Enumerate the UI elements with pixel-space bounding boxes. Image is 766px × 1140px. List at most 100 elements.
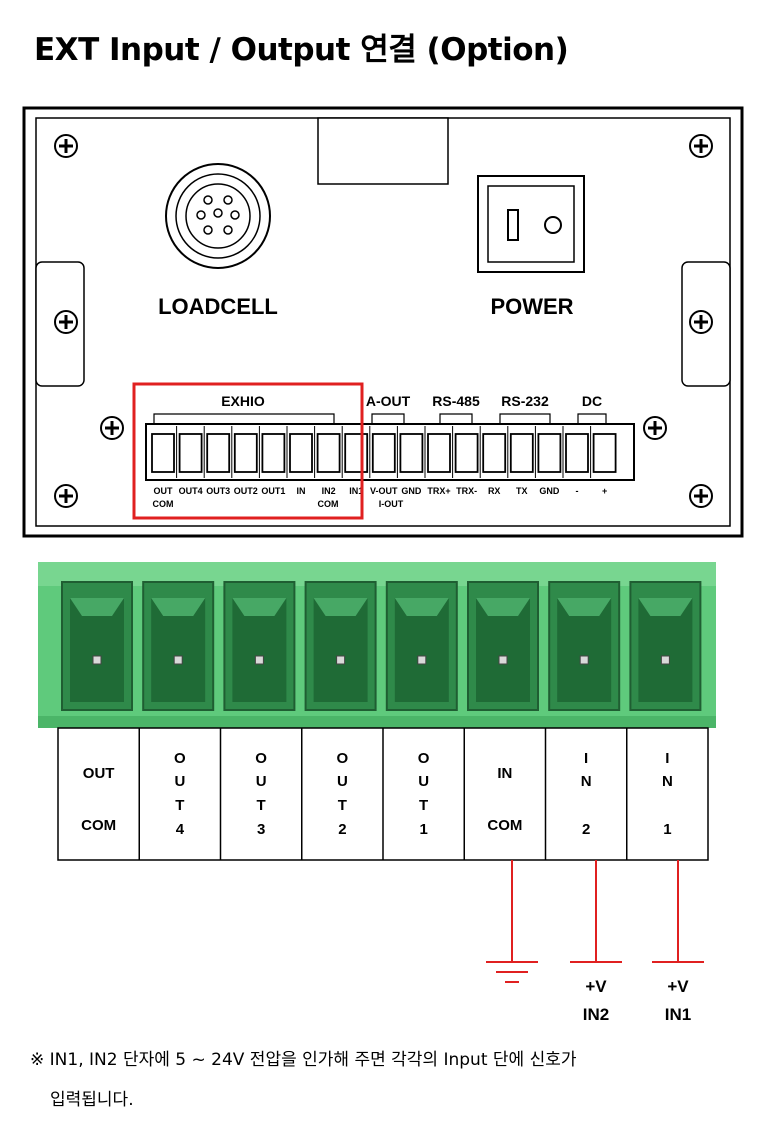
panel-terminal-block: [145, 423, 635, 481]
note-line-1: ※ IN1, IN2 단자에 5 ~ 24V 전압을 인가해 주면 각각의 In…: [30, 1050, 577, 1070]
in1-voltage-label: +V: [667, 977, 689, 996]
page-title: EXT Input / Output 연결 (Option): [34, 32, 569, 68]
panel-pin: [454, 433, 479, 473]
panel-pin: [344, 433, 369, 473]
screw-icon: [689, 310, 713, 334]
terminal-label: 1: [419, 821, 427, 838]
ground-icon: [486, 961, 538, 983]
panel-pin: [565, 433, 589, 473]
terminal-label: I: [584, 750, 588, 767]
panel-pin: [371, 433, 396, 473]
terminal-label: IN: [497, 765, 512, 782]
connector-slot: [467, 581, 539, 711]
panel-pin: [233, 433, 258, 473]
terminal-label: T: [419, 797, 428, 814]
connector-slot: [385, 581, 458, 711]
terminal-label: O: [174, 750, 186, 767]
screw-icon: [689, 484, 713, 508]
terminal-label: COM: [81, 817, 116, 834]
terminal-label: T: [257, 797, 266, 814]
green-terminal-connector: [38, 562, 716, 728]
panel-pin: [206, 433, 231, 473]
connector-slot: [629, 581, 702, 711]
terminal-label: COM: [487, 817, 522, 834]
group-label-exhio: EXHIO: [221, 393, 265, 409]
panel-pin-label: I-OUT: [379, 499, 404, 509]
power-label: POWER: [490, 294, 573, 319]
loadcell-connector-icon: [165, 163, 271, 269]
panel-pin-label: RX: [488, 486, 501, 496]
panel-pin-label: IN2: [322, 486, 336, 496]
terminal-label: N: [581, 773, 592, 790]
terminal-label: U: [174, 773, 185, 790]
panel-pin-label: +: [602, 486, 607, 496]
connector-slot: [548, 581, 621, 711]
panel-pin-label: GND: [401, 486, 422, 496]
in1-name-label: IN1: [665, 1005, 691, 1024]
terminal-label: OUT: [83, 765, 115, 782]
panel-pin: [151, 433, 175, 473]
connection-diagram: LOADCELL POWER EXHIO A-OUT RS-485 RS-232…: [22, 106, 744, 1024]
terminal-label: 3: [257, 821, 265, 838]
terminal-label: T: [175, 797, 184, 814]
screw-icon: [54, 310, 78, 334]
terminal-label: N: [662, 773, 673, 790]
terminal-label: T: [338, 797, 347, 814]
panel-pin: [427, 433, 451, 473]
note-text: ※ IN1, IN2 단자에 5 ~ 24V 전압을 인가해 주면 각각의 In…: [30, 1040, 750, 1120]
terminal-label: U: [256, 773, 267, 790]
connector-slot: [142, 581, 215, 711]
group-label-aout: A-OUT: [366, 393, 411, 409]
panel-pin: [592, 433, 617, 473]
in2-name-label: IN2: [583, 1005, 609, 1024]
terminal-label: 2: [582, 821, 590, 838]
terminal-label: O: [418, 750, 430, 767]
terminal-label: 2: [338, 821, 346, 838]
panel-pin: [482, 433, 507, 473]
panel-pin: [399, 433, 424, 473]
panel-pin-label: -: [576, 486, 579, 496]
screw-icon: [100, 416, 124, 440]
terminal-label: 4: [176, 821, 185, 838]
panel-pin-label: COM: [153, 499, 174, 509]
panel-pin: [289, 433, 313, 473]
note-line-2: 입력됩니다.: [50, 1090, 134, 1110]
exhio-highlight-box: [132, 382, 364, 520]
screw-icon: [54, 484, 78, 508]
loadcell-label: LOADCELL: [158, 294, 278, 319]
screw-icon: [689, 134, 713, 158]
panel-pin-label: TX: [516, 486, 528, 496]
panel-pin: [316, 433, 341, 473]
wiring: +V IN2 +V IN1: [486, 860, 704, 1024]
power-switch-icon: [477, 175, 585, 273]
connector-slot: [61, 581, 133, 711]
panel-pin-label: TRX+: [427, 486, 450, 496]
panel-pin-label: GND: [539, 486, 560, 496]
panel-pin-label: V-OUT: [370, 486, 398, 496]
panel-pin-label: IN1: [349, 486, 363, 496]
terminal-label: O: [255, 750, 267, 767]
group-label-rs232: RS-232: [501, 393, 549, 409]
panel-pin: [509, 433, 534, 473]
group-label-rs485: RS-485: [432, 393, 480, 409]
terminal-label: I: [665, 750, 669, 767]
terminal-label: U: [418, 773, 429, 790]
panel-pin-label: COM: [318, 499, 339, 509]
panel-pin: [261, 433, 286, 473]
panel-pin-label: OUT: [154, 486, 174, 496]
panel-pin-label: TRX-: [456, 486, 477, 496]
terminal-label: U: [337, 773, 348, 790]
panel-pin-label: OUT4: [179, 486, 203, 496]
screw-icon: [643, 416, 667, 440]
device-back-panel: LOADCELL POWER EXHIO A-OUT RS-485 RS-232…: [22, 106, 744, 538]
panel-pin: [537, 433, 562, 473]
panel-pin-label: OUT1: [261, 486, 285, 496]
panel-pin-label: OUT2: [234, 486, 258, 496]
panel-pin-label: OUT3: [206, 486, 230, 496]
panel-pin: [178, 433, 203, 473]
in2-voltage-label: +V: [585, 977, 607, 996]
connector-slot: [304, 581, 377, 711]
terminal-label: O: [337, 750, 349, 767]
